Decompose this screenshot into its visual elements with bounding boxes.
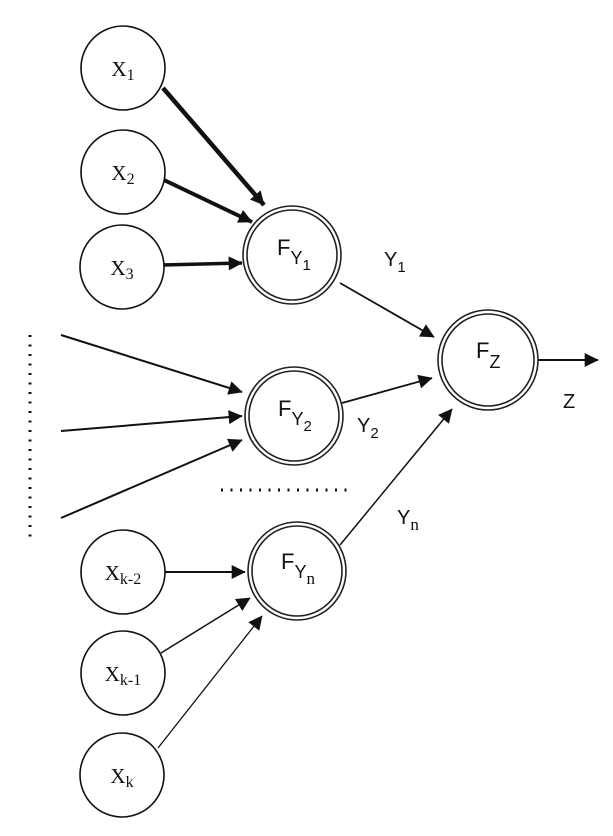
input-node-xk-2: Xk-2 <box>80 529 166 615</box>
output-node-fz-inner-ring <box>441 313 535 407</box>
input-node-xk-label: Xk <box>110 764 133 791</box>
output-node-fz-label: FZ <box>476 338 500 372</box>
input-node-xk: Xk <box>79 732 165 818</box>
edge-label-y1: Y1 <box>384 249 406 276</box>
hidden-node-fy2: FY2 <box>244 366 344 466</box>
edge-fy2-fz <box>341 374 433 404</box>
edge-label-y2: Y2 <box>357 415 379 442</box>
hidden-node-fy2-outer-ring <box>244 366 344 466</box>
input-node-x3: X3 <box>79 224 165 310</box>
input-node-x2: X2 <box>80 129 166 215</box>
input-node-xk-1: Xk-1 <box>80 630 166 716</box>
hidden-node-fyn: FYn <box>247 521 347 621</box>
edge-xk1-fyn <box>160 597 251 654</box>
input-node-x1-label: X1 <box>111 57 134 84</box>
input-node-x3-label: X3 <box>110 256 133 283</box>
output-node-fz: FZ <box>437 309 539 411</box>
input-node-xk-2-circle <box>80 529 166 615</box>
hidden-node-fy1-inner-ring <box>246 209 338 301</box>
hidden-node-fy1-outer-ring <box>242 205 342 305</box>
edge-fy1-fz <box>339 282 435 338</box>
edge-x2-fy1 <box>163 178 253 224</box>
edge-fyn-fz <box>339 408 453 546</box>
hidden-node-fyn-label: FYn <box>281 549 315 588</box>
hidden-node-fyn-outer-ring <box>247 521 347 621</box>
edge-x3-fy1 <box>161 256 243 271</box>
hidden-node-fyn-inner-ring <box>251 525 343 617</box>
input-node-x1-circle <box>80 25 166 111</box>
input-node-x3-circle <box>79 224 165 310</box>
input-node-x2-label: X2 <box>111 161 134 188</box>
input-node-xk-1-circle <box>80 630 166 716</box>
hidden-node-fy1-label: FY1 <box>277 235 311 274</box>
edge-x1-fy1 <box>161 86 266 207</box>
input-node-x1: X1 <box>80 25 166 111</box>
hidden-node-fy2-label: FY2 <box>278 396 312 435</box>
output-label-z: Z <box>563 391 575 413</box>
input-node-x2-circle <box>80 129 166 215</box>
edge-ellipsis2-fy2 <box>60 410 243 432</box>
edge-label-yn: Yn <box>397 507 419 534</box>
edge-xk-fyn <box>157 615 263 749</box>
hidden-node-fy2-inner-ring <box>248 370 340 462</box>
edge-ellipsis1-fy2 <box>60 334 243 395</box>
input-node-xk-2-label: Xk-2 <box>105 561 142 588</box>
input-node-xk-circle <box>79 732 165 818</box>
input-node-xk-1-label: Xk-1 <box>105 662 142 689</box>
edge-ellipsis3-fy2 <box>60 438 243 519</box>
hidden-node-fy1: FY1 <box>242 205 342 305</box>
output-node-fz-outer-ring <box>437 309 539 411</box>
